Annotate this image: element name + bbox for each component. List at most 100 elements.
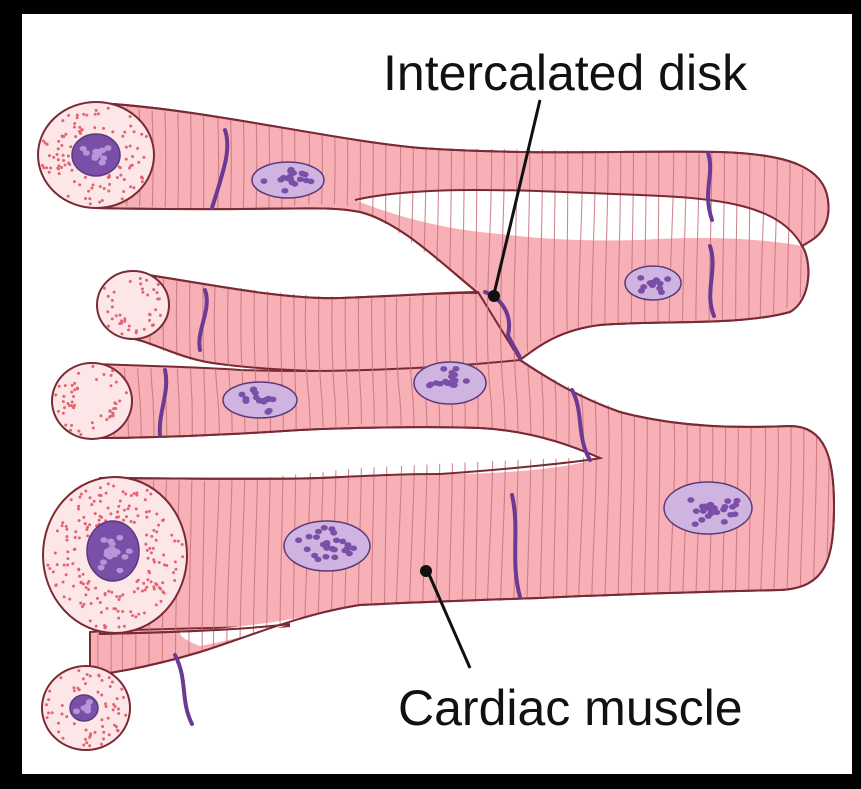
end-dot bbox=[145, 135, 148, 138]
end-dot bbox=[129, 164, 132, 167]
end-dot bbox=[145, 533, 148, 536]
end-dot bbox=[84, 522, 87, 525]
end-dot bbox=[78, 130, 81, 133]
end-dot bbox=[65, 573, 68, 576]
chromatin-dot bbox=[297, 176, 304, 182]
end-dot bbox=[148, 510, 151, 513]
end-dot bbox=[127, 328, 130, 331]
chromatin-dot bbox=[100, 559, 107, 565]
end-dot bbox=[68, 598, 71, 601]
nucleus-5 bbox=[414, 362, 486, 404]
end-dot bbox=[73, 382, 76, 385]
end-dot bbox=[84, 682, 87, 685]
end-dot bbox=[97, 691, 100, 694]
end-dot bbox=[63, 564, 66, 567]
end-dot bbox=[133, 492, 136, 495]
end-dot bbox=[131, 155, 134, 158]
end-dot bbox=[115, 725, 118, 728]
end-dot bbox=[60, 166, 63, 169]
end-dot bbox=[48, 154, 51, 157]
chromatin-dot bbox=[98, 565, 105, 571]
end-dot bbox=[94, 731, 97, 734]
end-dot bbox=[67, 195, 70, 198]
end-dot bbox=[146, 293, 149, 296]
end-dot bbox=[140, 133, 143, 136]
end-dot bbox=[112, 708, 115, 711]
end-dot bbox=[108, 733, 111, 736]
end-dot bbox=[135, 329, 138, 332]
end-dot bbox=[88, 744, 91, 747]
end-dot bbox=[98, 201, 101, 204]
end-dot bbox=[77, 372, 80, 375]
end-dot bbox=[65, 535, 68, 538]
end-dot bbox=[54, 551, 57, 554]
chromatin-dot bbox=[322, 554, 329, 560]
end-dot bbox=[133, 130, 136, 133]
end-dot bbox=[88, 736, 91, 739]
chromatin-dot bbox=[109, 549, 116, 555]
end-dot bbox=[165, 564, 168, 567]
end-dot bbox=[74, 536, 77, 539]
end-dot bbox=[69, 429, 72, 432]
end-dot bbox=[96, 597, 99, 600]
chromatin-dot bbox=[295, 537, 302, 543]
end-dot bbox=[57, 147, 60, 150]
end-dot bbox=[147, 557, 150, 560]
end-dot bbox=[70, 169, 73, 172]
end-dot bbox=[58, 172, 61, 175]
end-dot bbox=[181, 543, 184, 546]
end-dot bbox=[82, 113, 85, 116]
end-dot bbox=[125, 146, 128, 149]
end-dot bbox=[105, 492, 108, 495]
end-dot bbox=[110, 384, 113, 387]
chromatin-dot bbox=[306, 534, 313, 540]
end-dot bbox=[133, 521, 136, 524]
end-dot bbox=[117, 712, 120, 715]
end-dot bbox=[88, 523, 91, 526]
chromatin-dot bbox=[91, 155, 98, 161]
end-dot bbox=[62, 154, 65, 157]
end-dot bbox=[125, 158, 128, 161]
end-dot bbox=[57, 730, 60, 733]
end-dot bbox=[121, 610, 124, 613]
end-dot bbox=[103, 287, 106, 290]
top-frame-bar bbox=[0, 0, 380, 14]
end-dot bbox=[54, 393, 57, 396]
end-dot bbox=[91, 365, 94, 368]
chromatin-dot bbox=[664, 276, 671, 282]
chromatin-dot bbox=[703, 503, 710, 509]
end-dot bbox=[60, 713, 63, 716]
end-dot bbox=[117, 610, 120, 613]
end-dot bbox=[155, 583, 158, 586]
end-dot bbox=[68, 404, 71, 407]
end-dot bbox=[101, 199, 104, 202]
end-dot bbox=[68, 163, 71, 166]
end-dot bbox=[94, 512, 97, 515]
end-dot bbox=[146, 578, 149, 581]
end-dot bbox=[87, 190, 90, 193]
chromatin-dot bbox=[242, 398, 249, 404]
chromatin-dot bbox=[331, 547, 338, 553]
chromatin-dot bbox=[259, 398, 266, 404]
chromatin-dot bbox=[708, 510, 715, 516]
end-dot bbox=[66, 564, 69, 567]
chromatin-dot bbox=[81, 705, 88, 711]
end-dot bbox=[93, 126, 96, 129]
end-dot bbox=[143, 328, 146, 331]
end-dot bbox=[128, 504, 131, 507]
chromatin-dot bbox=[99, 160, 106, 166]
end-dot bbox=[130, 520, 133, 523]
end-dot bbox=[122, 519, 125, 522]
chromatin-dot bbox=[299, 171, 306, 177]
chromatin-dot bbox=[315, 557, 322, 563]
end-dot bbox=[56, 153, 59, 156]
end-dot bbox=[117, 729, 120, 732]
fiber-end-3 bbox=[52, 363, 132, 439]
end-dot bbox=[78, 536, 81, 539]
end-dot bbox=[148, 319, 151, 322]
end-dot bbox=[66, 557, 69, 560]
chromatin-dot bbox=[724, 498, 731, 504]
end-dot bbox=[117, 707, 120, 710]
chromatin-dot bbox=[321, 525, 328, 531]
